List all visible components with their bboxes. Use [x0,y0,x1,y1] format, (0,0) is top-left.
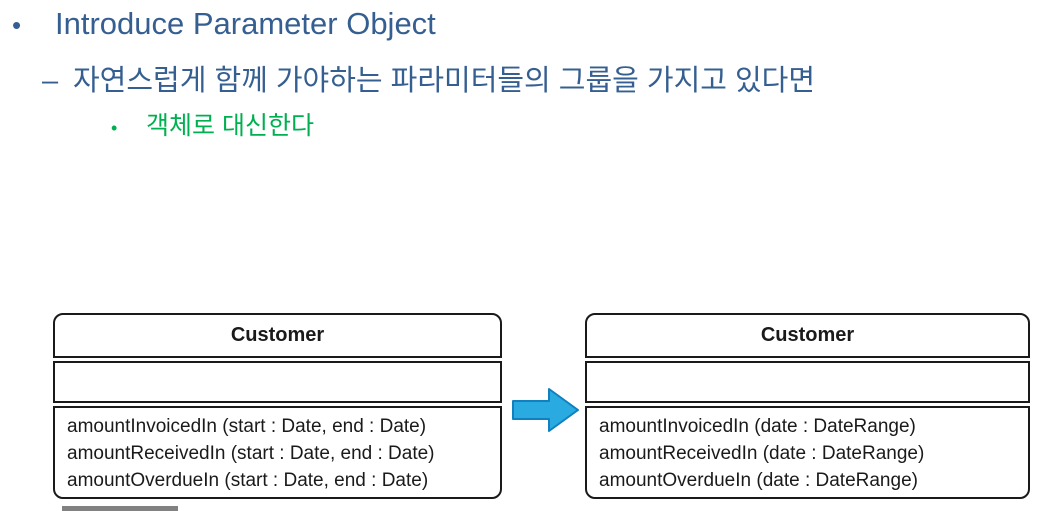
method-line: amountReceivedIn (start : Date, end : Da… [67,443,435,464]
slide-note: 객체로 대신한다 [146,112,314,140]
note-row: • 객체로 대신한다 [111,106,314,142]
title-row: • Introduce Parameter Object [12,6,436,42]
subtitle-row: – 자연스럽게 함께 가야하는 파라미터들의 그룹을 가지고 있다면 [42,57,815,99]
sub-bullet-icon: • [111,118,118,138]
method-line: amountInvoicedIn (start : Date, end : Da… [67,416,427,437]
class-attributes-empty [53,361,502,403]
class-attributes-empty [585,361,1030,403]
class-name: Customer [53,313,502,358]
slide-title: Introduce Parameter Object [55,6,436,41]
bullet-icon: • [12,10,22,40]
refactor-arrow-icon [512,388,580,432]
method-line: amountInvoicedIn (date : DateRange) [599,416,916,437]
cropped-edge-fragment [62,506,178,511]
slide-subtitle: 자연스럽게 함께 가야하는 파라미터들의 그룹을 가지고 있다면 [73,65,816,97]
class-methods: amountInvoicedIn (date : DateRange) amou… [585,406,1030,499]
uml-class-after: Customer amountInvoicedIn (date : DateRa… [585,313,1030,499]
method-line: amountOverdueIn (date : DateRange) [599,470,918,491]
method-line: amountReceivedIn (date : DateRange) [599,443,925,464]
class-name: Customer [585,313,1030,358]
method-line: amountOverdueIn (start : Date, end : Dat… [67,470,429,491]
class-methods: amountInvoicedIn (start : Date, end : Da… [53,406,502,499]
dash-icon: – [42,65,59,97]
uml-class-before: Customer amountInvoicedIn (start : Date,… [53,313,502,499]
